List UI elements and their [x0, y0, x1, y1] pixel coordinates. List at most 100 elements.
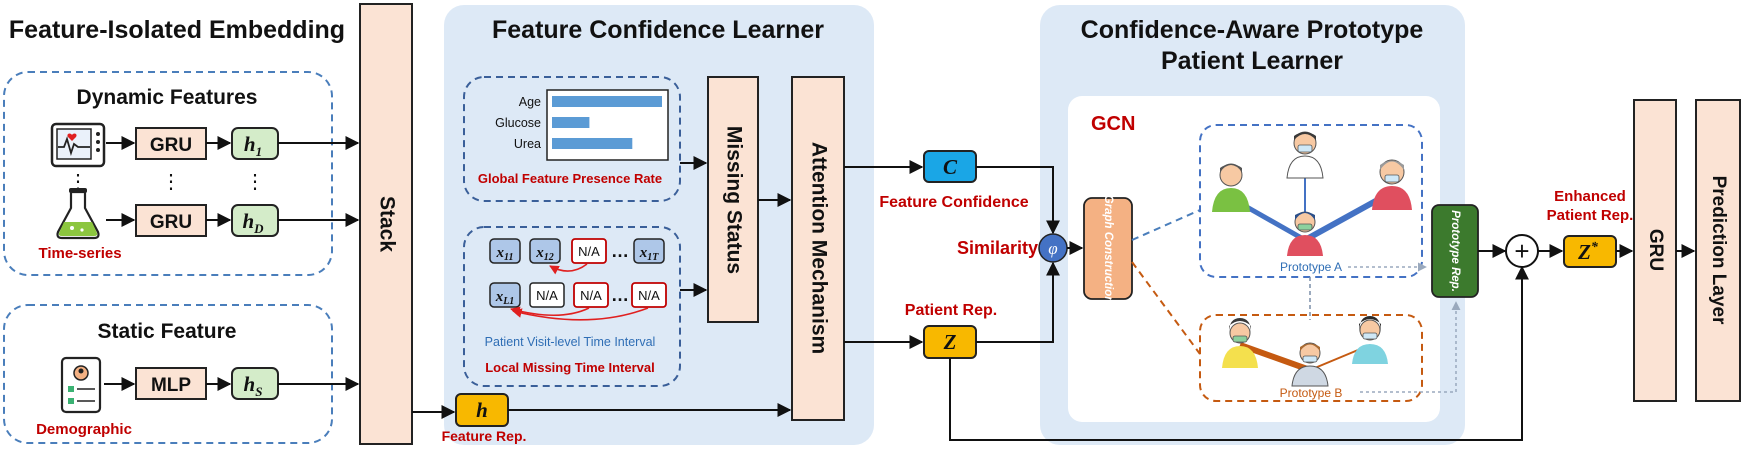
hs-sub: S: [255, 384, 262, 399]
presence-bar-label-urea: Urea: [514, 137, 541, 151]
mlp-box-label: MLP: [151, 375, 191, 396]
xl1-sub: L1: [502, 296, 514, 307]
attention-label: Attention Mechanism: [807, 142, 830, 354]
hs-base: h: [244, 372, 256, 396]
edge-b-1: [1238, 342, 1312, 373]
plus-label: +: [1514, 236, 1529, 266]
feature-confidence-label: Feature Confidence: [879, 194, 1028, 211]
global-presence-caption: Global Feature Presence Rate: [478, 171, 662, 186]
hd-sub: D: [253, 221, 264, 236]
x1t-cell: [633, 238, 665, 264]
x1t-base: x: [639, 245, 648, 261]
na-cell-r2b: [573, 282, 609, 308]
gru-box-1: [135, 127, 207, 160]
local-missing-group: [463, 226, 681, 387]
xl1-base: x: [495, 289, 504, 305]
time-series-label: Time-series: [38, 245, 121, 262]
xl1-cell: [489, 282, 521, 308]
patient-b2-icon: [1291, 342, 1329, 387]
missing-status-label: Missing Status: [722, 126, 745, 274]
dots-r2: …: [611, 285, 629, 305]
c-label: C: [943, 155, 958, 179]
x11-sub: 11: [504, 252, 513, 263]
prediction-layer-label: Prediction Layer: [1708, 176, 1729, 325]
attention-box: [791, 76, 845, 421]
h1-label: h1: [244, 132, 262, 159]
patient-a1-icon: [1212, 163, 1250, 212]
h1-base: h: [244, 132, 256, 156]
graph-to-prototype-a-dashed: [1131, 209, 1201, 241]
missing-status-box: [707, 76, 759, 323]
na-cell-r2a: [529, 282, 565, 308]
gru-box-1-label: GRU: [150, 135, 192, 156]
z-to-phi-arrow: [976, 261, 1060, 343]
presence-bar-label-glucose: Glucose: [495, 116, 541, 130]
x11-cell: [489, 238, 521, 264]
similarity-label: Similarity: [957, 238, 1038, 258]
monitor-icon: [50, 122, 106, 168]
interval-arrow-r1: [549, 263, 588, 275]
gcn-label: GCN: [1091, 113, 1135, 135]
na-label-r2c: N/A: [638, 288, 660, 303]
patient-a2-icon: [1286, 131, 1324, 179]
global-presence-group: [463, 76, 681, 202]
xl1-label: xL1: [495, 289, 515, 307]
output-gru-box: [1633, 99, 1677, 402]
ellipsis-vertical-1: ⋮: [68, 171, 88, 193]
gcn-panel: [1068, 96, 1440, 422]
na-cell-r1: [571, 238, 607, 264]
presence-bar-urea: [552, 138, 633, 149]
patient-a3-icon: [1372, 159, 1412, 210]
x1t-sub: 1T: [647, 252, 659, 263]
c-to-phi-arrow: [976, 166, 1060, 235]
stack-box: [359, 3, 413, 445]
z-label: Z: [943, 330, 957, 354]
dynamic-features-group: [3, 71, 333, 276]
enhanced-label-line2: Patient Rep.: [1547, 207, 1634, 224]
prototype-title-line1: Confidence-Aware Prototype: [1081, 16, 1424, 44]
graph-construction-label: Graph Construction: [1102, 195, 1114, 304]
hd-base: h: [242, 209, 254, 233]
confidence-title: Feature Confidence Learner: [492, 16, 824, 44]
phi-label: φ: [1048, 239, 1057, 258]
hd-label: hD: [242, 209, 264, 236]
patient-a4-icon: [1287, 211, 1323, 256]
stack-label: Stack: [375, 196, 398, 252]
graph-construction-box: [1083, 197, 1133, 300]
h1-sub: 1: [256, 144, 263, 159]
gru-box-2-label: GRU: [150, 212, 192, 233]
x12-cell: [529, 238, 561, 264]
na-label-r2b: N/A: [580, 288, 602, 303]
prototype-b-label: Prototype B: [1280, 386, 1343, 400]
enhanced-label-line1: Enhanced: [1554, 188, 1626, 205]
x11-label: x11: [496, 245, 514, 263]
prototype-b-to-rep-arrow: [1360, 301, 1461, 393]
x12-base: x: [535, 245, 544, 261]
x11-base: x: [496, 245, 505, 261]
interval-arrow-r2b: [512, 307, 649, 321]
patient-b1-icon: [1222, 318, 1258, 368]
hs-label: hS: [244, 372, 263, 399]
x12-sub: 12: [544, 252, 554, 263]
feature-rep-h-label: h: [476, 398, 488, 422]
prediction-layer-box: [1695, 99, 1741, 402]
flask-icon: [56, 188, 100, 240]
prototype-rep-label: Prototype Rep.: [1449, 210, 1461, 292]
presence-bar-label-age: Age: [519, 95, 541, 109]
zstar-label: Z*: [1577, 240, 1599, 264]
dynamic-features-title: Dynamic Features: [77, 86, 258, 109]
embedding-title: Feature-Isolated Embedding: [9, 16, 345, 44]
na-cell-r2c: [631, 282, 667, 308]
demographic-label: Demographic: [36, 421, 132, 438]
mlp-box: [135, 367, 207, 400]
presence-bar-age: [552, 96, 662, 107]
local-missing-caption: Local Missing Time Interval: [485, 360, 655, 375]
static-feature-title: Static Feature: [98, 320, 237, 343]
static-feature-group: [3, 304, 333, 444]
zstar-base: Z: [1577, 240, 1591, 264]
prototype-a-label: Prototype A: [1280, 260, 1342, 274]
x12-label: x12: [535, 245, 554, 263]
z-skip-connection: [949, 265, 1529, 441]
visit-interval-caption: Patient Visit-level Time Interval: [485, 335, 656, 349]
